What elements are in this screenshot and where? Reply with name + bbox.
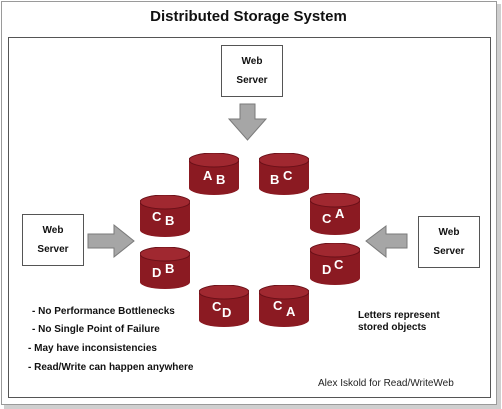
storage-node: C D (199, 285, 249, 327)
object-letter: B (165, 213, 175, 228)
property-item: - No Single Point of Failure (32, 324, 160, 335)
object-letter: C (152, 209, 162, 224)
property-item: - Read/Write can happen anywhere (28, 362, 194, 373)
web-server-right: Web Server (418, 216, 480, 268)
object-letter: A (286, 304, 296, 319)
arrow-left-icon (365, 225, 408, 259)
object-letter: A (203, 168, 213, 183)
object-letter: C (212, 299, 222, 314)
web-server-label: Web (438, 227, 460, 238)
frame-shadow (497, 4, 501, 408)
object-letter: D (222, 305, 232, 320)
web-server-label: Server (37, 244, 69, 255)
web-server-label: Server (236, 75, 268, 86)
legend-text: stored objects (358, 322, 427, 333)
arrow-right-icon (87, 223, 135, 259)
storage-node: C B (140, 195, 190, 237)
object-letter: C (283, 168, 293, 183)
object-letter: C (334, 257, 344, 272)
storage-node: C A (259, 285, 309, 327)
property-item: - May have inconsistencies (28, 343, 157, 354)
credit-text: Alex Iskold for Read/WriteWeb (318, 378, 454, 389)
diagram-title: Distributed Storage System (150, 8, 347, 25)
arrow-down-icon (227, 103, 268, 141)
legend-text: Letters represent (358, 310, 440, 321)
storage-node: D C (310, 243, 360, 285)
web-server-label: Web (42, 225, 64, 236)
object-letter: B (216, 172, 226, 187)
object-letter: C (273, 298, 283, 313)
object-letter: B (165, 261, 175, 276)
storage-node: D B (140, 247, 190, 289)
web-server-label: Web (241, 56, 263, 67)
object-letter: D (152, 265, 162, 280)
storage-node: C A (310, 193, 360, 235)
system-boundary (8, 37, 491, 398)
object-letter: B (270, 172, 280, 187)
storage-node: A B (189, 153, 239, 195)
storage-node: B C (259, 153, 309, 195)
frame-shadow (4, 405, 501, 409)
web-server-label: Server (433, 246, 465, 257)
object-letter: D (322, 262, 332, 277)
object-letter: A (335, 206, 345, 221)
web-server-left: Web Server (22, 214, 84, 266)
object-letter: C (322, 211, 332, 226)
property-item: - No Performance Bottlenecks (32, 306, 175, 317)
web-server-top: Web Server (221, 45, 283, 97)
